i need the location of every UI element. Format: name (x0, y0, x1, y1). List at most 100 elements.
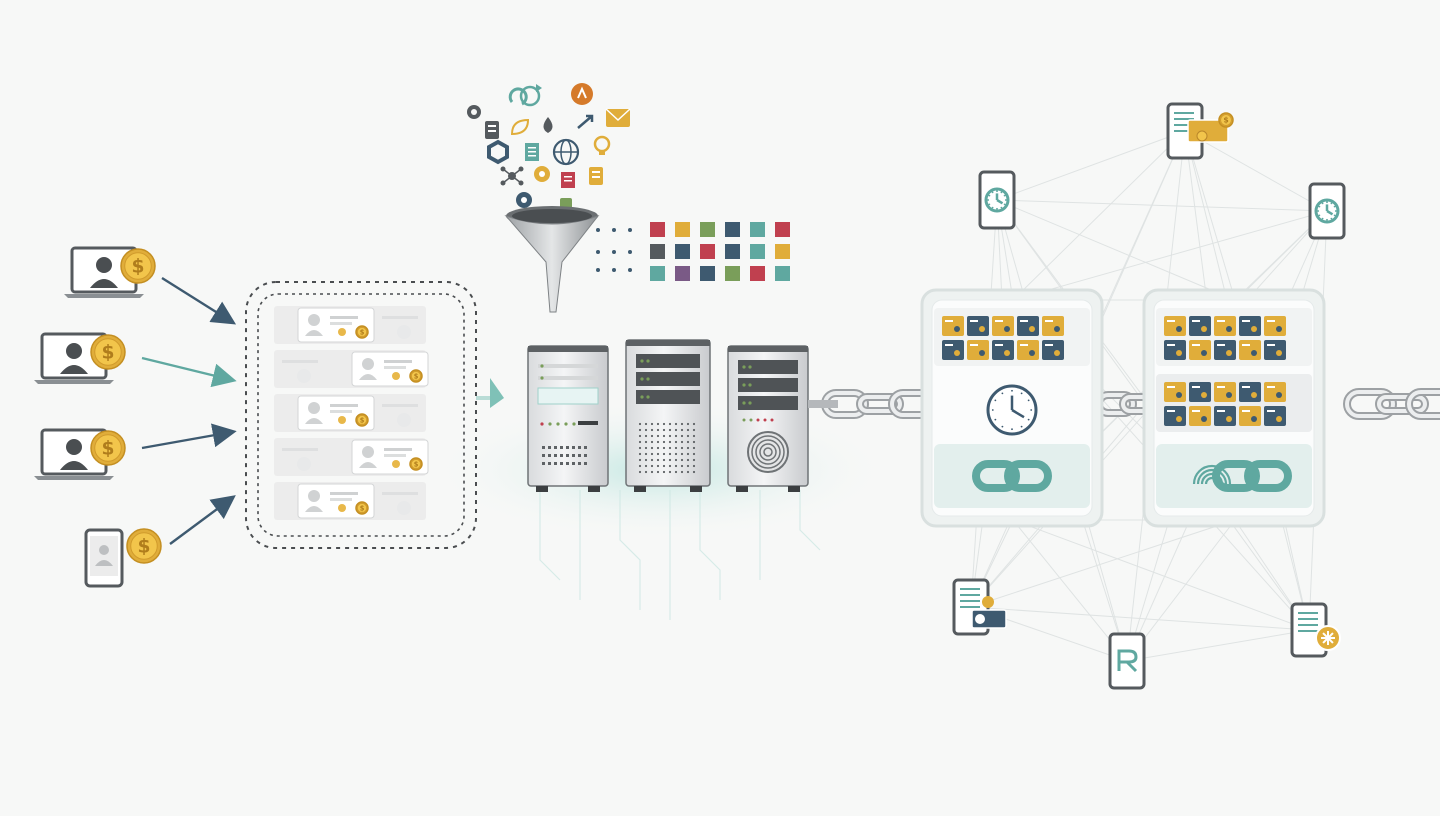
mail-icon (577, 114, 594, 129)
coin-symbol: $ (137, 536, 150, 557)
funnel-icon (504, 206, 600, 313)
data-icons-cloud (467, 83, 631, 210)
chain-link-shine (858, 395, 902, 413)
chain-stub (808, 400, 838, 408)
coin-icon: $ (409, 457, 423, 471)
gear-icon (516, 192, 532, 208)
mesh-line (1184, 130, 1328, 212)
coin-symbol: $ (1223, 116, 1228, 125)
transaction-card: $ (297, 307, 375, 343)
color-cell (675, 266, 690, 281)
document-icon (960, 588, 980, 608)
coin-symbol: $ (101, 342, 114, 363)
chain-link-shine (1407, 390, 1440, 418)
chain-links (808, 388, 1440, 420)
coin-icon: $ (1218, 112, 1234, 128)
transaction-card: $ (351, 439, 429, 475)
id-card-icon: $ (1187, 112, 1234, 143)
user-3: $ (34, 423, 237, 480)
coin-icon: $ (409, 369, 423, 383)
phone-icon (84, 528, 124, 588)
peer-node-3 (1308, 182, 1346, 240)
user-avatar-icon (95, 545, 113, 566)
color-cell (700, 244, 715, 259)
color-cell (750, 222, 765, 237)
mini-card (1264, 382, 1286, 402)
mesh-line (996, 199, 1236, 301)
mini-card (1239, 340, 1261, 360)
id-card-icon (971, 596, 1007, 629)
coin-icon: $ (120, 248, 156, 284)
user-avatar-icon (60, 343, 88, 374)
laptop-icon (64, 246, 144, 298)
clock-icon (986, 384, 1038, 436)
mesh-line (996, 130, 1186, 201)
color-cell (725, 266, 740, 281)
peer-node-2: $ (1166, 102, 1234, 160)
transaction-row: $ (274, 482, 426, 520)
coin-icon: $ (355, 501, 369, 515)
chain-link (1375, 393, 1429, 415)
transaction-row: $ (274, 306, 426, 344)
server-cluster (527, 339, 809, 492)
peer-node-4 (952, 578, 1007, 636)
mini-card (1264, 406, 1286, 426)
mini-card (1214, 316, 1236, 336)
block-2 (1142, 288, 1326, 528)
mini-card (1264, 316, 1286, 336)
mini-card (1189, 406, 1211, 426)
user-avatar-icon (90, 257, 118, 288)
user-2: $ (34, 332, 237, 388)
mini-card (1214, 406, 1236, 426)
mini-card (1189, 382, 1211, 402)
user-arrow (169, 495, 236, 545)
clock-icon (984, 187, 1010, 213)
coin-icon: $ (355, 413, 369, 427)
mini-card (942, 340, 964, 360)
share-icon (571, 83, 593, 105)
mini-card (1042, 340, 1064, 360)
mini-card (967, 340, 989, 360)
color-cell (775, 222, 790, 237)
transaction-card: $ (297, 483, 375, 519)
mini-card (1164, 382, 1186, 402)
r-logo-icon (1117, 649, 1138, 673)
server-tower-1 (527, 345, 609, 492)
list-icon (534, 166, 550, 182)
mini-card (1164, 340, 1186, 360)
coin-symbol: $ (101, 438, 114, 459)
color-cell (725, 222, 740, 237)
server-tower-3 (727, 345, 809, 492)
coin-icon: $ (355, 325, 369, 339)
bulb-icon (552, 138, 580, 166)
color-cell (775, 266, 790, 281)
user-arrow (161, 276, 237, 325)
mini-card (1239, 406, 1261, 426)
peer-node-6 (1290, 602, 1341, 658)
coin-symbol: $ (360, 504, 365, 512)
user-arrow (141, 423, 237, 450)
server-tower-2 (625, 339, 711, 492)
mini-card (1214, 382, 1236, 402)
sparkle-icon (543, 117, 553, 133)
pool-arrow-head (490, 378, 504, 408)
mini-card (1164, 316, 1186, 336)
color-cell (750, 266, 765, 281)
mini-card (1017, 340, 1039, 360)
mini-card (1164, 406, 1186, 426)
document-icon (487, 139, 509, 165)
user-4: $ (84, 495, 236, 588)
peer-node-1 (978, 170, 1016, 230)
peer-node-5 (1108, 632, 1146, 690)
mesh-line (1012, 519, 1310, 631)
sun-badge-icon (1315, 625, 1341, 651)
mini-card (1189, 316, 1211, 336)
document-icon (1298, 612, 1318, 632)
mesh-line (970, 519, 1236, 608)
chain-link-shine (1377, 395, 1427, 413)
coin-icon: $ (126, 528, 162, 564)
mesh-line (996, 199, 1328, 212)
mini-card (1264, 340, 1286, 360)
mini-card (992, 340, 1014, 360)
grid-connector-dots (596, 228, 632, 272)
